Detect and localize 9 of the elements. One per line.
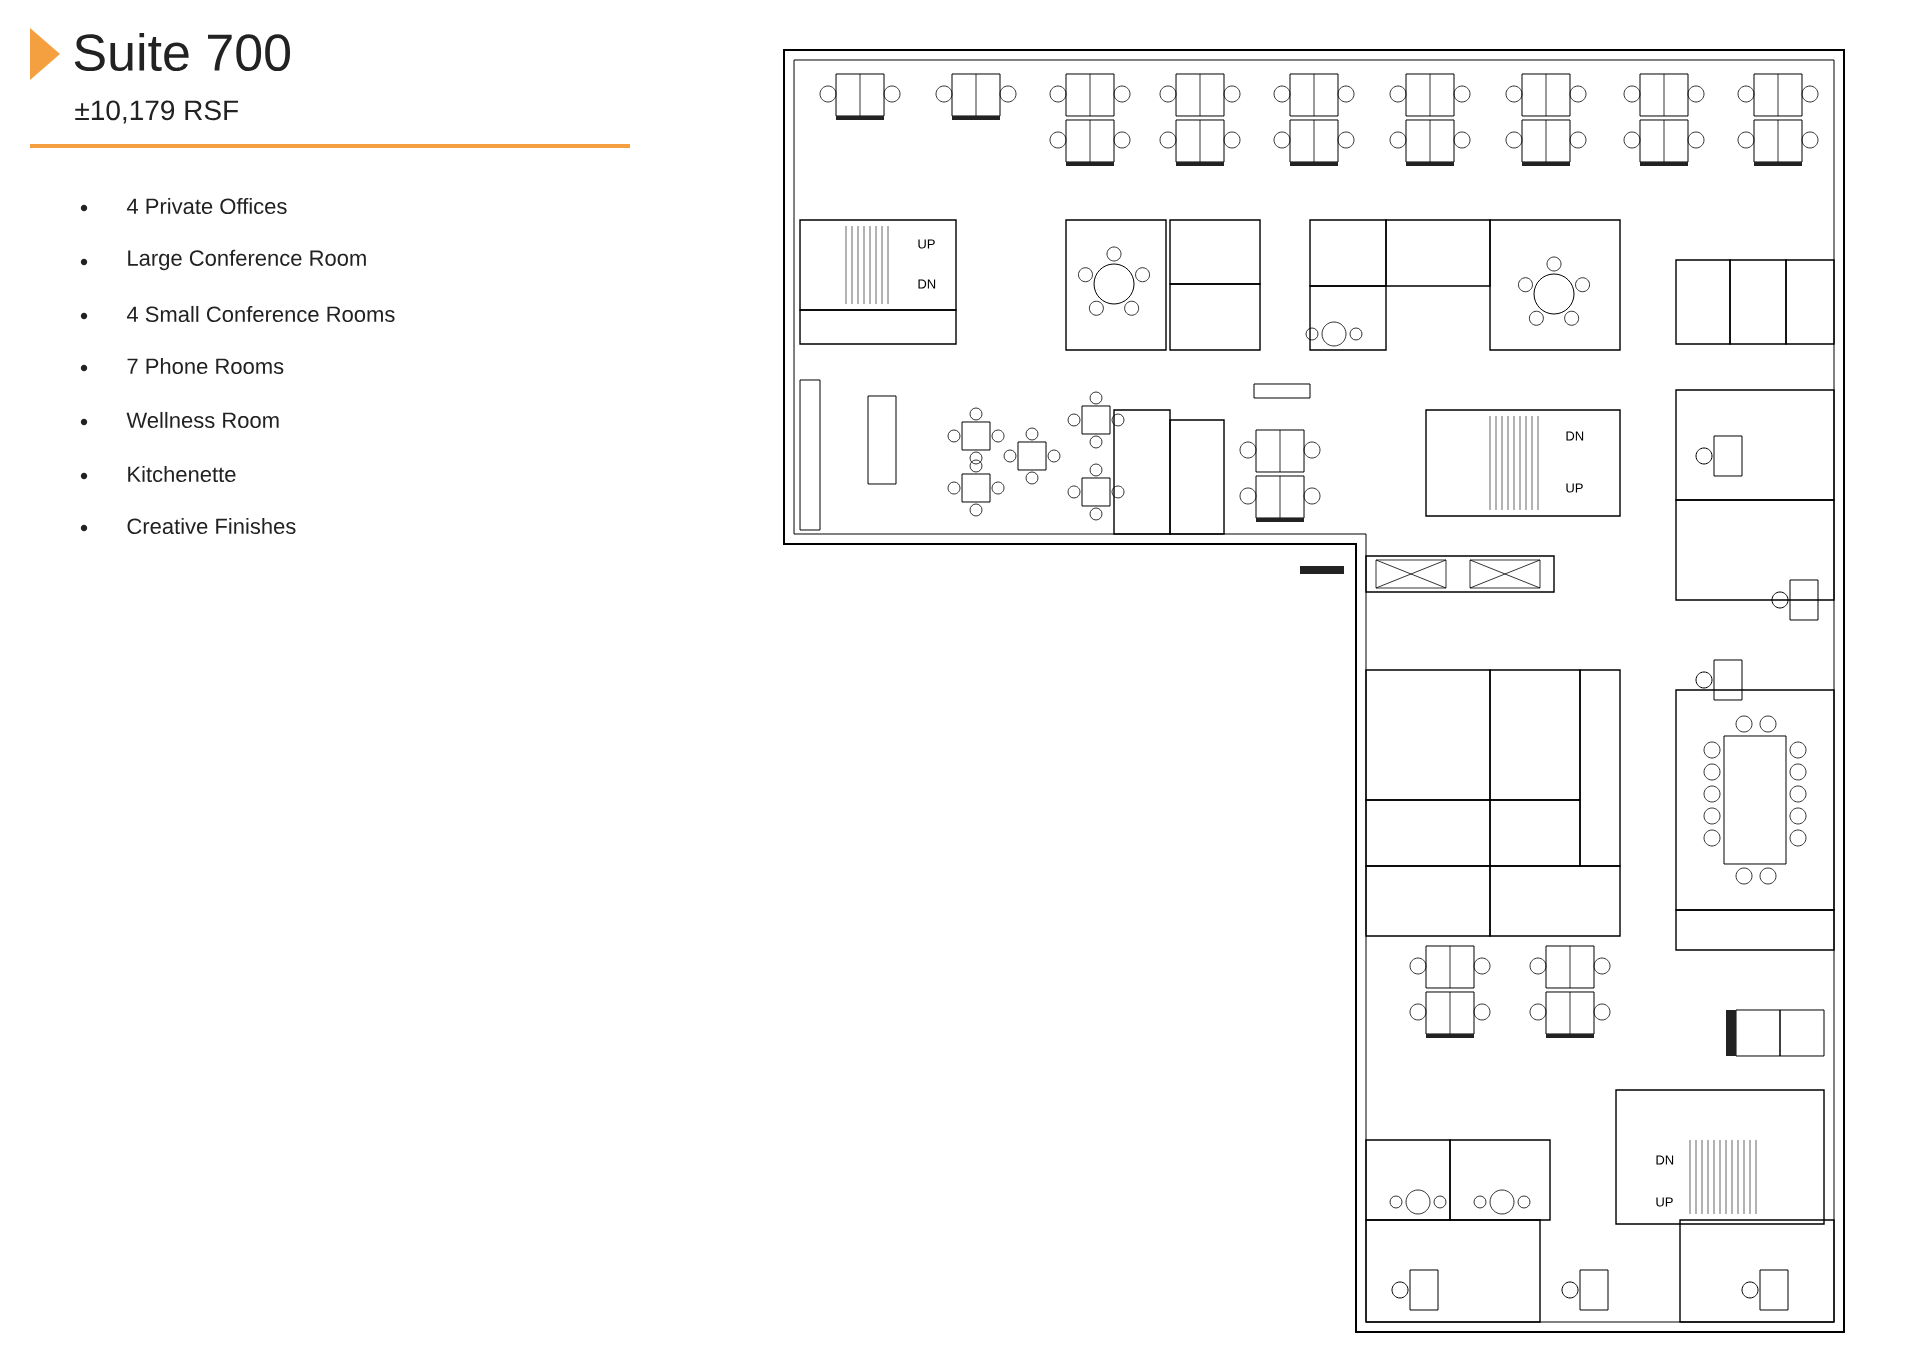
bullet-item: Large Conference Room — [128, 249, 366, 271]
bullet-item: Wellness Room — [126, 411, 279, 429]
area-label: ±10,179 RSF — [75, 100, 239, 124]
bullet-item: 7 Phone Rooms — [127, 357, 284, 375]
title: Suite 700 — [74, 32, 291, 72]
bullet-item: 4 Small Conference Rooms — [126, 305, 395, 323]
bullet-item: 4 Private Offices — [126, 197, 287, 215]
bullet-item: Kitchenette — [128, 465, 236, 483]
bullet-item: Creative Finishes — [127, 517, 296, 535]
